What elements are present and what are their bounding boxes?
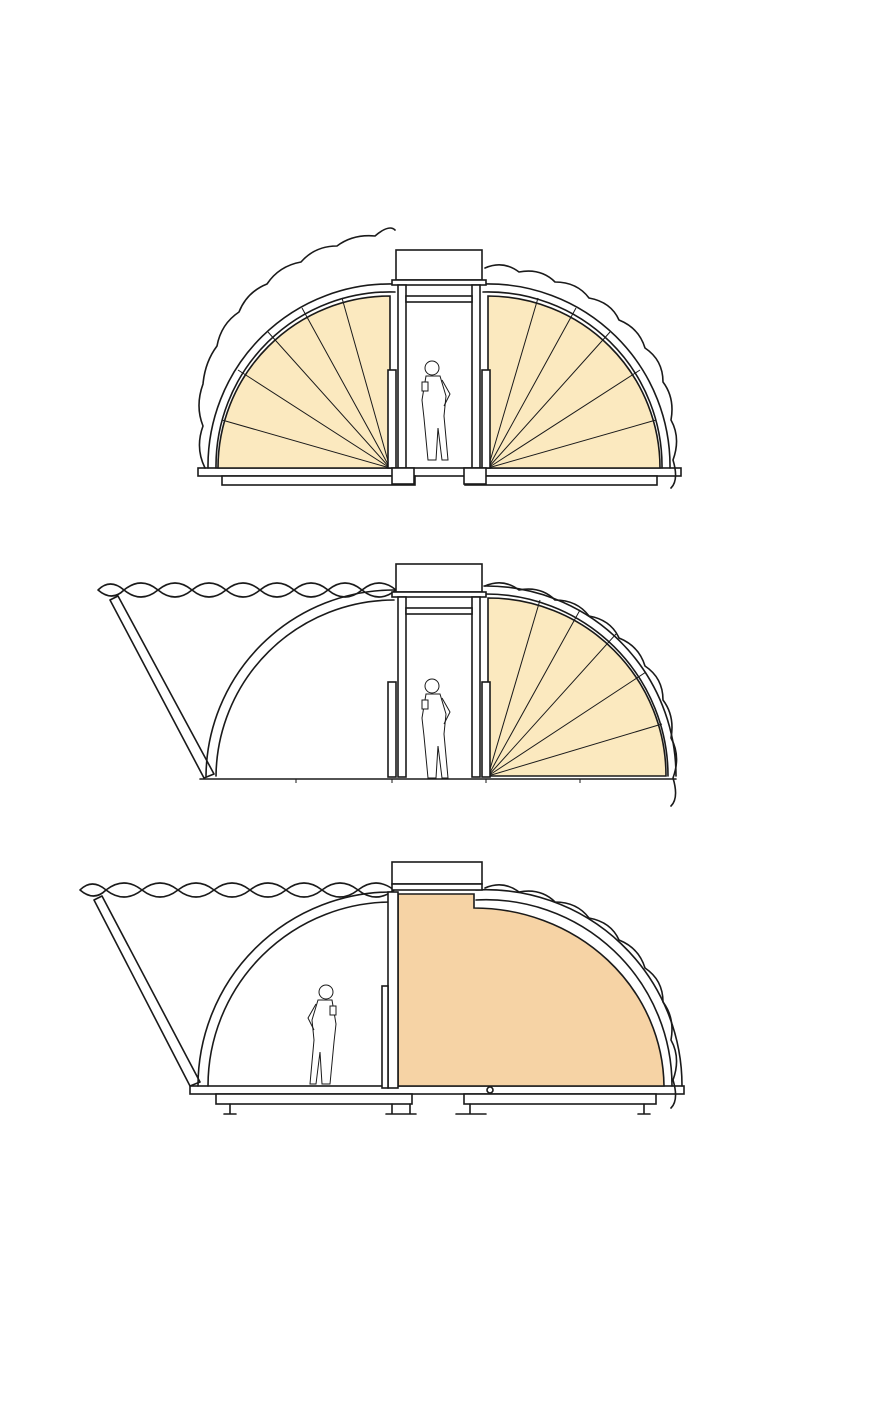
room-interior (397, 893, 665, 1087)
central-core (387, 563, 491, 778)
canopy-cable (97, 582, 397, 598)
arch-shell-right (483, 585, 677, 777)
panel-closed (197, 227, 682, 489)
person-figure (421, 678, 451, 779)
diagonal-strut (93, 895, 201, 1087)
arch-shell-left (197, 891, 395, 1087)
ground-base (197, 467, 682, 486)
ground-base (189, 1085, 685, 1115)
arch-shell-right (475, 888, 683, 1087)
person-figure (307, 984, 337, 1085)
arch-shell-right (482, 283, 671, 469)
canopy-cable (79, 882, 395, 898)
right-panel-fan (487, 295, 661, 469)
arch-shell-left (205, 589, 395, 777)
arch-shell-left (207, 283, 396, 469)
cushion-scallops (484, 884, 678, 1109)
left-panel-fan (217, 295, 391, 469)
person-figure (421, 360, 451, 461)
diagonal-strut (109, 595, 215, 779)
central-core (387, 249, 491, 485)
cushion-scallops (198, 227, 678, 489)
panel-open-room (79, 861, 685, 1115)
panel-half-open (97, 563, 678, 807)
right-panel-fan (487, 597, 667, 777)
central-core (381, 861, 483, 1089)
cushion-scallops (484, 582, 678, 807)
